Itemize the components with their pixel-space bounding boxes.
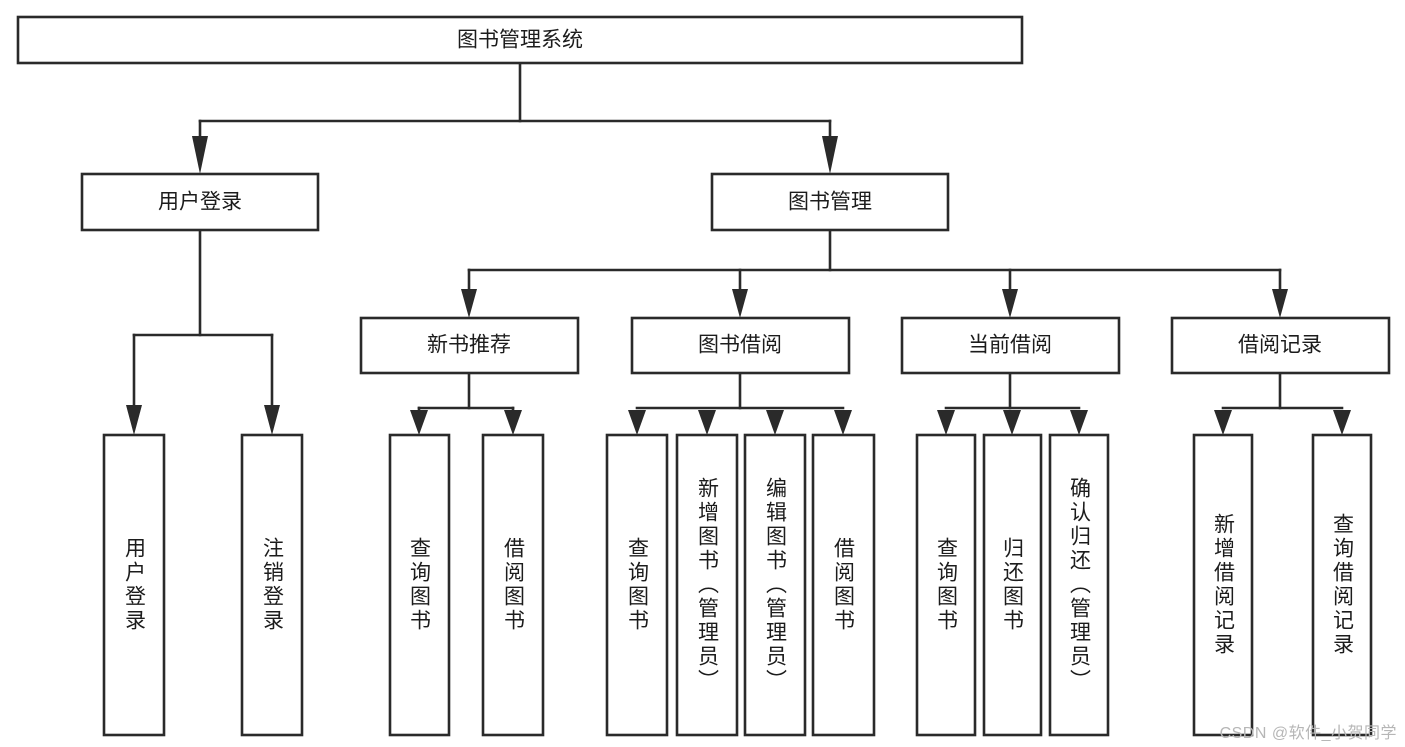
node-query-book-3-label: 查询图书: [935, 537, 959, 633]
node-query-book-3-box[interactable]: [915, 433, 977, 737]
connector-layer: [126, 61, 1351, 435]
arrow-head-add-book-admin: [698, 410, 716, 435]
node-borrow-book-2-box[interactable]: [811, 433, 876, 737]
node-user-login-leaf-label: 用户登录: [123, 537, 147, 633]
node-book-borrow-label: 图书借阅: [698, 334, 782, 357]
arrow-head-user-login-leaf: [126, 405, 142, 435]
node-query-book-3[interactable]: 查询图书: [915, 433, 977, 737]
arrow-head-book-management: [822, 136, 838, 174]
node-query-book-2-box[interactable]: [605, 433, 669, 737]
node-root[interactable]: 图书管理系统: [16, 15, 1024, 65]
node-add-borrow-record[interactable]: 新增借阅记录: [1192, 433, 1254, 737]
node-add-book-admin-label: 新增图书（管理员）: [696, 477, 720, 693]
arrow-head-borrow-book-1: [504, 410, 522, 435]
node-book-management-box[interactable]: [710, 172, 950, 232]
node-borrow-book-1[interactable]: 借阅图书: [481, 433, 545, 737]
node-user-login-box[interactable]: [80, 172, 320, 232]
node-borrow-book-2[interactable]: 借阅图书: [811, 433, 876, 737]
node-return-book-label: 归还图书: [1001, 537, 1025, 633]
node-borrow-book-1-box[interactable]: [481, 433, 545, 737]
node-return-book-box[interactable]: [982, 433, 1043, 737]
arrow-head-confirm-return-admin: [1070, 410, 1088, 435]
node-root-label: 图书管理系统: [457, 29, 583, 52]
node-query-borrow-record[interactable]: 查询借阅记录: [1311, 433, 1373, 737]
node-current-borrow[interactable]: 当前借阅: [900, 316, 1121, 375]
node-book-borrow-box[interactable]: [630, 316, 851, 375]
node-confirm-return-admin-box[interactable]: [1048, 433, 1110, 737]
node-book-management[interactable]: 图书管理: [710, 172, 950, 232]
arrow-head-query-book-2: [628, 410, 646, 435]
node-new-book-recommend-box[interactable]: [359, 316, 580, 375]
node-user-logout-leaf-box[interactable]: [240, 433, 304, 737]
arrow-head-return-book: [1003, 410, 1021, 435]
node-edit-book-admin-label: 编辑图书（管理员）: [764, 477, 788, 693]
node-new-book-recommend[interactable]: 新书推荐: [359, 316, 580, 375]
node-user-login-label: 用户登录: [158, 191, 242, 214]
node-current-borrow-label: 当前借阅: [968, 334, 1052, 357]
arrow-head-borrow-record: [1272, 289, 1288, 318]
node-user-login-leaf[interactable]: 用户登录: [102, 433, 166, 737]
node-borrow-record-box[interactable]: [1170, 316, 1391, 375]
arrow-head-query-book-1: [410, 410, 428, 435]
node-add-book-admin-box[interactable]: [675, 433, 739, 737]
arrow-head-user-login: [192, 136, 208, 174]
arrow-head-borrow-book-2: [834, 410, 852, 435]
arrow-head-new-book-recommend: [461, 289, 477, 318]
node-query-book-2[interactable]: 查询图书: [605, 433, 669, 737]
node-borrow-record-label: 借阅记录: [1238, 334, 1322, 357]
node-confirm-return-admin[interactable]: 确认归还（管理员）: [1048, 433, 1110, 737]
node-query-borrow-record-box[interactable]: [1311, 433, 1373, 737]
node-confirm-return-admin-label: 确认归还（管理员）: [1068, 477, 1092, 693]
node-new-book-recommend-label: 新书推荐: [427, 334, 511, 357]
node-root-box[interactable]: [16, 15, 1024, 65]
arrow-head-query-borrow-record: [1333, 410, 1351, 435]
node-edit-book-admin[interactable]: 编辑图书（管理员）: [743, 433, 807, 737]
node-query-book-1-label: 查询图书: [408, 537, 432, 633]
node-query-book-1[interactable]: 查询图书: [388, 433, 451, 737]
node-edit-book-admin-box[interactable]: [743, 433, 807, 737]
node-current-borrow-box[interactable]: [900, 316, 1121, 375]
node-query-book-1-box[interactable]: [388, 433, 451, 737]
node-borrow-record[interactable]: 借阅记录: [1170, 316, 1391, 375]
node-return-book[interactable]: 归还图书: [982, 433, 1043, 737]
node-book-management-label: 图书管理: [788, 191, 872, 214]
node-user-logout-leaf-label: 注销登录: [261, 537, 285, 633]
node-query-borrow-record-label: 查询借阅记录: [1331, 513, 1355, 657]
node-user-login-leaf-box[interactable]: [102, 433, 166, 737]
arrow-head-current-borrow: [1002, 289, 1018, 318]
node-query-book-2-label: 查询图书: [626, 537, 650, 633]
node-user-logout-leaf[interactable]: 注销登录: [240, 433, 304, 737]
arrow-head-edit-book-admin: [766, 410, 784, 435]
arrow-head-query-book-3: [937, 410, 955, 435]
node-borrow-book-2-label: 借阅图书: [832, 537, 856, 633]
node-add-borrow-record-box[interactable]: [1192, 433, 1254, 737]
node-book-borrow[interactable]: 图书借阅: [630, 316, 851, 375]
node-add-book-admin[interactable]: 新增图书（管理员）: [675, 433, 739, 737]
arrow-head-add-borrow-record: [1214, 410, 1232, 435]
node-user-login[interactable]: 用户登录: [80, 172, 320, 232]
node-borrow-book-1-label: 借阅图书: [502, 537, 526, 633]
arrow-head-user-logout-leaf: [264, 405, 280, 435]
arrow-head-book-borrow: [732, 289, 748, 318]
node-add-borrow-record-label: 新增借阅记录: [1212, 513, 1236, 657]
